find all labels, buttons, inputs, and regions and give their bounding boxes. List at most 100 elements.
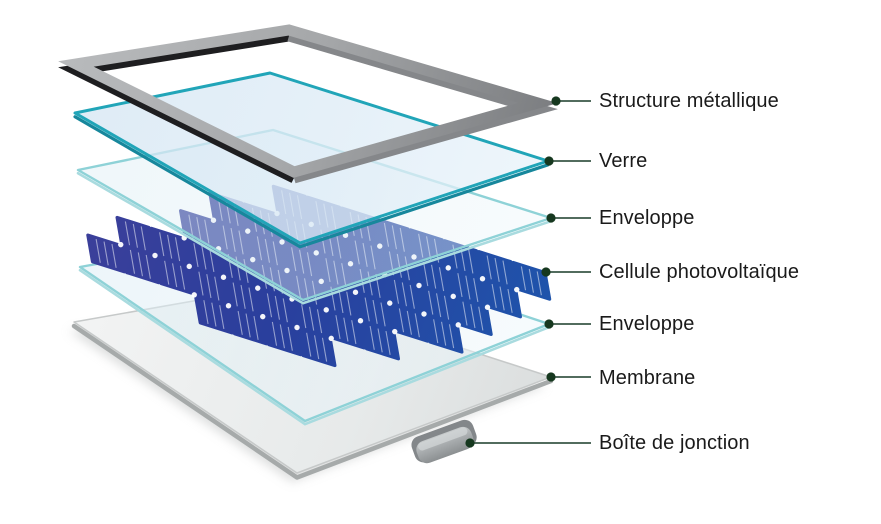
cell-busbar <box>145 254 151 279</box>
cell-busbar <box>167 234 173 259</box>
cell-grid-node <box>255 285 261 291</box>
cell-busbar <box>338 289 344 314</box>
cell-busbar <box>346 291 352 316</box>
cell-busbar <box>214 276 220 301</box>
cell-busbar <box>287 326 293 351</box>
label-cellule-photovoltaique: Cellule photovoltaïque <box>599 261 800 283</box>
cell-busbar <box>457 273 463 298</box>
cell-busbar <box>491 283 497 308</box>
cell-busbar <box>198 271 204 296</box>
cell-busbar <box>274 295 280 320</box>
leader-dot-glass <box>544 156 554 166</box>
junction-box <box>411 419 477 464</box>
cell-grid-node <box>260 313 266 320</box>
cell-busbar <box>436 293 442 318</box>
label-verre: Verre <box>599 150 648 172</box>
cell-busbar <box>240 284 246 309</box>
cell-grid-node <box>416 282 422 289</box>
cell-busbar <box>343 317 349 342</box>
cell-busbar <box>380 302 386 327</box>
cell-grid-node <box>186 263 192 270</box>
cell-busbar <box>351 320 357 345</box>
cell-busbar <box>282 298 288 323</box>
leader-dot-encapsulant-top <box>546 213 556 223</box>
cell-busbar <box>124 221 131 246</box>
cell-busbar <box>468 249 474 274</box>
cell-busbar <box>201 245 207 270</box>
cell-busbar <box>253 315 259 340</box>
cell-busbar <box>428 290 434 315</box>
leader-dot-junction-box <box>465 438 475 448</box>
cell-busbar <box>473 278 479 303</box>
cell-grid-node <box>450 293 456 300</box>
cell-busbar <box>301 304 307 329</box>
cell-busbar <box>393 279 400 304</box>
cell-grid-node <box>118 241 124 248</box>
cell-grid-node <box>479 276 486 282</box>
cell-grid-node <box>421 311 427 317</box>
leader-lines <box>473 100 591 444</box>
cell-busbar <box>132 223 138 248</box>
cell-busbar <box>431 264 437 289</box>
cell-busbar <box>211 302 217 327</box>
leader-dot-membrane <box>546 372 556 382</box>
cell-busbar <box>245 313 251 338</box>
cell-grid-node <box>225 303 232 309</box>
label-boite-de-jonction: Boîte de jonction <box>599 432 750 454</box>
cell-busbar <box>271 321 278 346</box>
cell-grid-node <box>445 265 451 271</box>
cell-busbar <box>520 266 527 291</box>
cell-busbar <box>441 321 447 346</box>
cell-busbar <box>443 295 450 320</box>
cell-grid-node <box>152 252 158 259</box>
cell-busbar <box>137 252 143 277</box>
cell-busbar <box>103 241 109 266</box>
cell-busbar <box>203 300 209 325</box>
cell-busbar <box>478 306 484 331</box>
cell-busbar <box>486 255 492 280</box>
cell-grid-node <box>191 292 197 298</box>
cell-busbar <box>536 271 542 296</box>
cell-busbar <box>470 304 476 329</box>
cell-busbar <box>406 310 412 335</box>
cell-busbar <box>385 330 391 355</box>
cell-grid-node <box>514 286 520 293</box>
cell-busbar <box>174 237 181 262</box>
cell-busbar <box>398 308 405 333</box>
cell-busbar <box>193 243 199 268</box>
cell-grid-node <box>387 300 393 306</box>
cell-busbar <box>507 288 513 313</box>
cell-busbar <box>423 262 429 287</box>
cell-busbar <box>465 275 471 300</box>
cell-busbar <box>494 257 500 282</box>
frame-layer <box>58 24 558 184</box>
cell-busbar <box>179 265 186 290</box>
cell-grid-node <box>357 318 364 324</box>
cell-busbar <box>219 305 225 330</box>
cell-grid-node <box>294 324 300 331</box>
cell-grid-node <box>392 328 398 335</box>
cell-busbar <box>438 267 445 292</box>
cell-busbar <box>206 274 212 299</box>
label-membrane: Membrane <box>599 367 696 389</box>
cell-grid-node <box>220 274 227 280</box>
cell-busbar <box>316 309 323 334</box>
cell-busbar <box>401 282 407 307</box>
cell-grid-node <box>484 304 491 310</box>
cell-grid-node <box>328 335 334 342</box>
cell-busbar <box>309 306 315 331</box>
cell-busbar <box>172 263 178 288</box>
cell-busbar <box>499 286 505 311</box>
leader-dot-frame <box>551 96 561 106</box>
cell-busbar <box>364 297 370 322</box>
cell-busbar <box>448 324 455 349</box>
cell-busbar <box>248 287 254 312</box>
label-enveloppe-haut: Enveloppe <box>599 207 695 229</box>
cell-busbar <box>314 335 320 360</box>
cell-busbar <box>369 325 375 350</box>
cell-busbar <box>159 232 165 257</box>
cell-busbar <box>414 313 420 338</box>
cell-busbar <box>433 319 439 344</box>
